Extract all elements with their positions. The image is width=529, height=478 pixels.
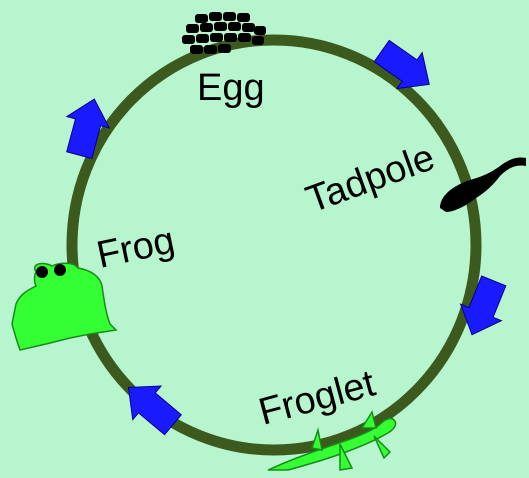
tadpole-icon bbox=[440, 157, 526, 212]
label-froglet: Froglet bbox=[254, 362, 380, 433]
frog-icon bbox=[12, 263, 116, 350]
egg-cluster-icon bbox=[182, 12, 266, 54]
arrow-frog-to-egg bbox=[58, 93, 116, 160]
label-frog: Frog bbox=[93, 219, 178, 276]
label-tadpole: Tadpole bbox=[301, 136, 440, 221]
label-egg: Egg bbox=[197, 67, 265, 109]
